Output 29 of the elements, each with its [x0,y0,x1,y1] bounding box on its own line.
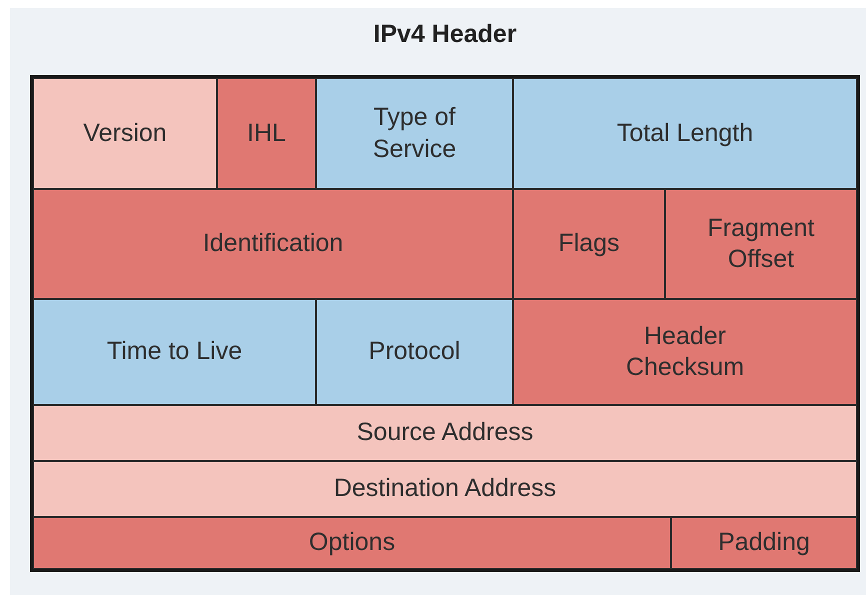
field-cell [513,299,857,405]
field-cell [33,299,316,405]
field-cell [217,78,316,189]
field-cell [513,78,857,189]
field-name: Type of Service [372,102,458,164]
field-name: Padding [718,527,810,558]
field-name: Flags [558,228,620,260]
diagram-title: IPv4 Header [372,20,518,49]
field-name: Header Checksum [624,320,746,383]
field-name: Destination Address [334,473,556,504]
field-name: Options [308,527,396,558]
field-name: Fragment Offset [706,212,816,275]
field-name: Protocol [368,336,460,368]
field-cell [665,189,857,299]
field-name: Identification [202,228,344,260]
field-cell [513,189,665,299]
field-cell [671,517,857,569]
field-name: Source Address [356,417,534,448]
field-cell [33,517,671,569]
field-cell [316,78,513,189]
field-name: IHL [247,118,286,149]
field-cell [33,461,857,517]
field-name: Version [83,118,167,149]
field-name: Total Length [616,118,754,149]
field-cell [33,78,217,189]
field-name: Time to Live [106,336,242,368]
field-cell [33,189,513,299]
field-cell [33,405,857,461]
field-cell [316,299,513,405]
